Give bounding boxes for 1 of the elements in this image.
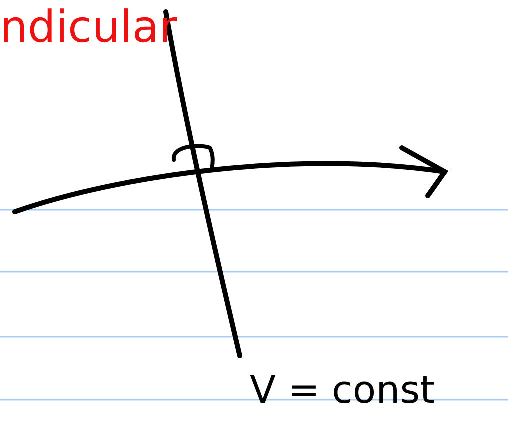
handwritten-note: V = const	[250, 368, 435, 412]
